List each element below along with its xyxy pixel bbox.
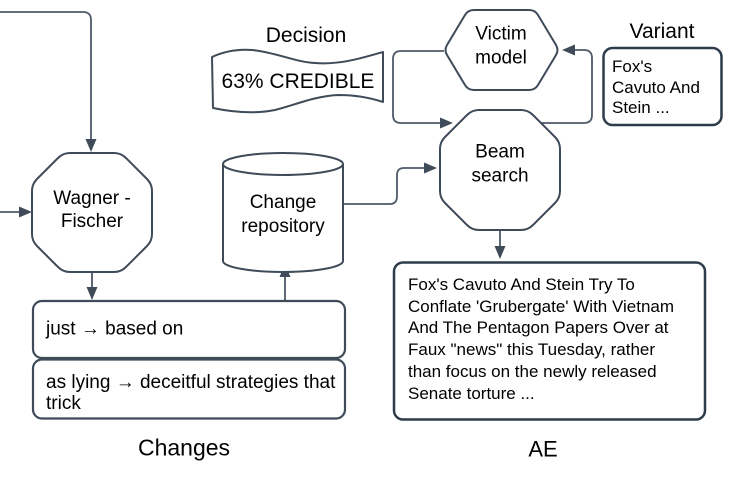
- beam-search-label: Beam search: [471, 141, 529, 187]
- arrowhead-left-icon: [562, 44, 575, 56]
- variant-box: [602, 46, 723, 127]
- change-repository-node: [222, 152, 344, 273]
- connector-input-left-to-wagner-fischer: [0, 206, 32, 218]
- wagner-fischer-label: Wagner - Fischer: [53, 188, 131, 232]
- connector-change-repository-to-beam-search: [343, 162, 437, 205]
- change-1-text: just → based on: [46, 318, 184, 340]
- ae-box: [392, 261, 707, 421]
- changes-caption: Changes: [137, 434, 231, 461]
- cylinder-top-icon: [222, 152, 344, 176]
- arrowhead-right-icon: [440, 117, 453, 129]
- connector-beam-search-to-ae: [494, 231, 506, 259]
- connector-beam-search-to-victim-model: [538, 44, 593, 124]
- change-2-text: as lying → deceitful strategies that tri…: [46, 372, 336, 414]
- arrowhead-down-icon: [494, 246, 506, 259]
- victim-model-node: [444, 9, 559, 91]
- decision-title: Decision: [265, 24, 347, 47]
- variant-sample-text: Fox's Cavuto And Stein ...: [612, 57, 700, 117]
- change-repository-label: Change repository: [241, 192, 325, 237]
- decision-value-label: 63% CREDIBLE: [221, 70, 375, 93]
- victim-model-label: Victim model: [475, 23, 527, 69]
- connector-input-top-to-wagner-fischer: [0, 11, 97, 152]
- decision-tape-shape: [211, 48, 384, 114]
- change-row-1: [31, 299, 347, 360]
- arrowhead-down-icon: [85, 139, 97, 152]
- ae-caption: AE: [528, 436, 558, 462]
- arrowhead-right-icon: [424, 162, 437, 174]
- variant-title: Variant: [629, 20, 695, 43]
- arrowhead-right-icon: [19, 206, 32, 218]
- beam-search-node: [439, 109, 561, 231]
- change-row-2: [31, 358, 347, 420]
- connector-victim-model-to-beam-search: [392, 50, 453, 129]
- wagner-fischer-node: [31, 152, 153, 273]
- arrowhead-down-icon: [86, 287, 98, 300]
- connector-wagner-fischer-to-changes: [86, 273, 98, 300]
- adversarial-example-text: Fox's Cavuto And Stein Try To Conflate '…: [408, 275, 675, 403]
